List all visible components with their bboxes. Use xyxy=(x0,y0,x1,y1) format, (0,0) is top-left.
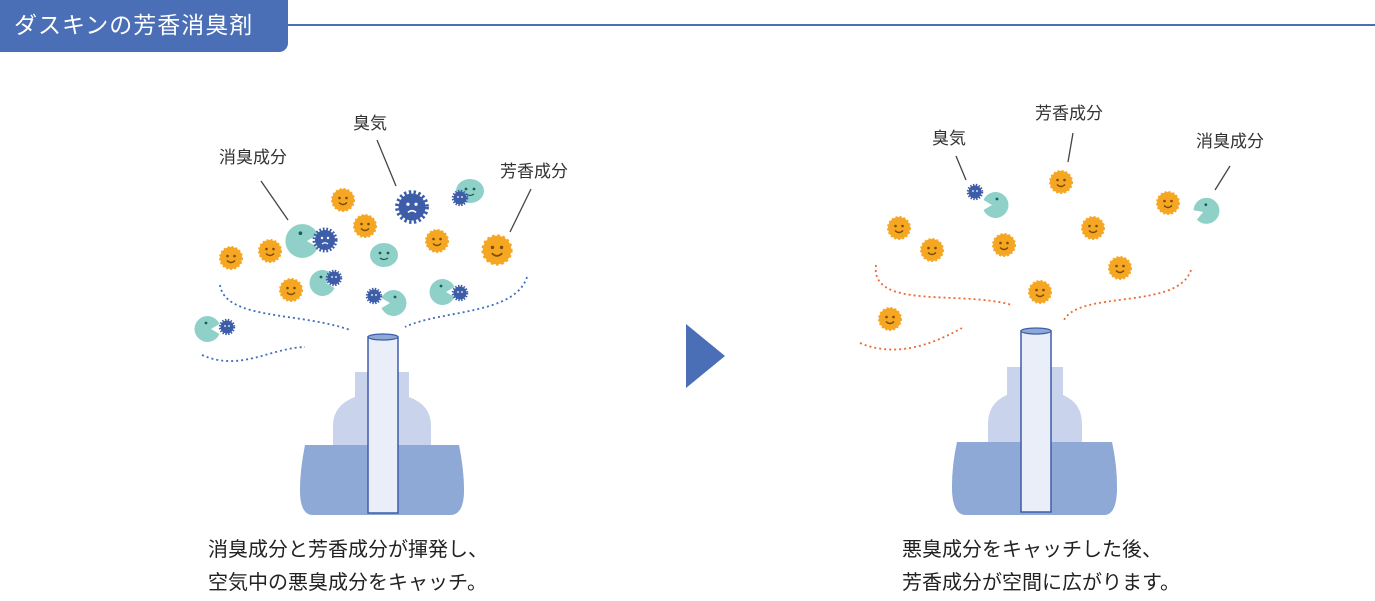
page-title: ダスキンの芳香消臭剤 xyxy=(0,0,288,52)
header: ダスキンの芳香消臭剤 xyxy=(0,0,1375,52)
odor-particle xyxy=(399,194,426,221)
deodorizer-particle xyxy=(1190,194,1224,228)
fragrance-particle xyxy=(1049,170,1073,194)
odor-particle xyxy=(365,287,383,305)
caption-left-line1: 消臭成分と芳香成分が揮発し、 xyxy=(208,537,488,561)
deodorizer-particle xyxy=(429,279,455,305)
odor-particle xyxy=(451,189,469,207)
caption-right-line1: 悪臭成分をキャッチした後、 xyxy=(902,537,1162,561)
label-fragrance-left: 芳香成分 xyxy=(500,162,568,182)
fragrance-particle xyxy=(331,188,355,212)
fragrance-particle xyxy=(219,246,243,270)
odor-particle xyxy=(325,269,343,287)
left-bottle-icon xyxy=(300,333,464,515)
fragrance-particle xyxy=(1028,280,1052,304)
fragrance-particle xyxy=(353,214,377,238)
caption-left-line2: 空気中の悪臭成分をキャッチ。 xyxy=(208,570,487,594)
odor-particle xyxy=(315,230,335,250)
fragrance-particle xyxy=(1156,191,1180,215)
caption-right: 悪臭成分をキャッチした後、 芳香成分が空間に広がります。 xyxy=(902,533,1180,599)
header-rule xyxy=(288,24,1375,26)
left-leader-lines xyxy=(260,139,532,233)
next-arrow-icon xyxy=(686,324,725,388)
fragrance-particle xyxy=(992,233,1016,257)
fragrance-particle xyxy=(1081,216,1105,240)
deodorizer-particle xyxy=(194,316,220,342)
label-deodorizer-left: 消臭成分 xyxy=(219,148,287,168)
fragrance-particle xyxy=(1108,256,1132,280)
caption-right-line2: 芳香成分が空間に広がります。 xyxy=(902,570,1180,594)
odor-particle xyxy=(218,318,236,336)
odor-particle xyxy=(451,284,469,302)
deodorizer-particle xyxy=(381,290,407,316)
label-odor-right: 臭気 xyxy=(932,129,966,149)
left-particles xyxy=(194,178,513,342)
fragrance-particle xyxy=(481,234,513,266)
odor-particle xyxy=(966,183,984,201)
fragrance-particle xyxy=(279,278,303,302)
right-bottle-icon xyxy=(952,327,1117,515)
left-vapor-lines xyxy=(201,276,528,362)
fragrance-particle xyxy=(920,238,944,262)
caption-left: 消臭成分と芳香成分が揮発し、 空気中の悪臭成分をキャッチ。 xyxy=(208,533,488,599)
fragrance-particle xyxy=(878,307,902,331)
label-fragrance-right: 芳香成分 xyxy=(1035,104,1103,124)
label-deodorizer-right: 消臭成分 xyxy=(1196,132,1264,152)
right-particles xyxy=(878,170,1224,331)
fragrance-particle xyxy=(258,239,282,263)
fragrance-particle xyxy=(887,216,911,240)
label-odor-left: 臭気 xyxy=(353,114,387,134)
right-leader-lines xyxy=(955,132,1231,191)
fragrance-particle xyxy=(425,229,449,253)
deodorizer-particle xyxy=(369,242,399,268)
deodorizer-particle xyxy=(983,192,1009,218)
